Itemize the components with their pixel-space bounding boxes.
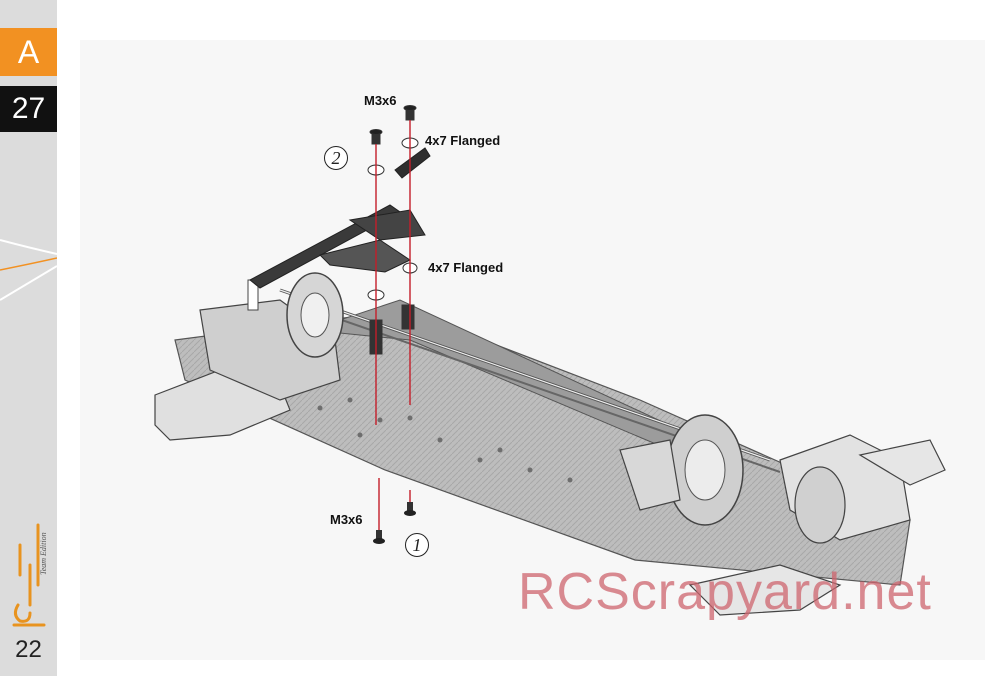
page-number: 22 — [15, 636, 42, 663]
svg-text:Team Edition: Team Edition — [39, 532, 48, 575]
step-number-tab: 27 — [0, 86, 57, 132]
step-one-marker: 1 — [405, 533, 429, 557]
chassis-assembly-illustration — [154, 105, 946, 616]
upper-ballstud-label: 4x7 Flanged — [425, 133, 501, 148]
step-two-marker: 2 — [324, 146, 348, 170]
mid-ballstud-label: 4x7 Flanged — [428, 260, 504, 275]
sidebar-swoosh-icon — [0, 239, 57, 301]
sidebar: A 27 Team Edition 22 — [0, 0, 57, 676]
bottom-screw-label: M3x6 — [330, 512, 363, 527]
section-tab: A — [0, 28, 57, 76]
watermark: RCScrapyard.net — [518, 563, 932, 621]
brand-logo: Team Edition — [12, 523, 48, 627]
top-screw-label: M3x6 — [364, 93, 397, 108]
assembly-diagram: M3x6 4x7 Flanged 4x7 Flanged M3x6 2 1 — [80, 40, 985, 660]
